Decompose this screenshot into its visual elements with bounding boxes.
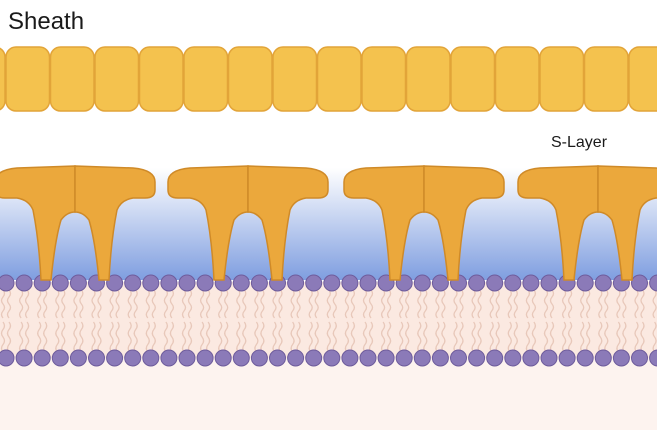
sheath-tile [51, 47, 95, 111]
lipid-head [378, 350, 394, 366]
lipid-head [577, 350, 593, 366]
lipid-head [360, 350, 376, 366]
lipid-head [143, 350, 159, 366]
lipid-head [451, 350, 467, 366]
lipid-head [233, 350, 249, 366]
lipid-head [487, 275, 503, 291]
sheath-tile [496, 47, 540, 111]
lipid-head [306, 350, 322, 366]
lipid-head [251, 350, 267, 366]
lipid-head [161, 350, 177, 366]
lipid-head [632, 350, 648, 366]
lipid-head [469, 350, 485, 366]
lipid-head [52, 275, 68, 291]
sheath [0, 47, 657, 111]
lipid-head [577, 275, 593, 291]
lipid-head [16, 275, 32, 291]
sheath-tile [362, 47, 406, 111]
lipid-head [52, 350, 68, 366]
sheath-tile [407, 47, 451, 111]
sheath-tile [140, 47, 184, 111]
lipid-head [143, 275, 159, 291]
sheath-tile [184, 47, 228, 111]
lipid-head [396, 350, 412, 366]
lipid-head [16, 350, 32, 366]
lipid-head [541, 275, 557, 291]
lipid-head [595, 275, 611, 291]
sheath-tile [451, 47, 495, 111]
sheath-label: Sheath [8, 8, 84, 36]
lipid-head [0, 350, 14, 366]
lipid-head [559, 350, 575, 366]
lipid-head [179, 275, 195, 291]
lipid-head [179, 350, 195, 366]
lipid-head [469, 275, 485, 291]
lipid-head [233, 275, 249, 291]
lipid-head [342, 350, 358, 366]
sheath-tile [273, 47, 317, 111]
sheath-tile [585, 47, 629, 111]
lipid-head [523, 350, 539, 366]
lipid-head [70, 275, 86, 291]
lipid-head [613, 350, 629, 366]
lipid-head [541, 350, 557, 366]
lipid-head [161, 275, 177, 291]
lipid-head [125, 350, 141, 366]
lipid-head [324, 275, 340, 291]
lipid-head [342, 275, 358, 291]
lipid-head [324, 350, 340, 366]
lipid-head [487, 350, 503, 366]
sheath-tile [229, 47, 273, 111]
sheath-tile [95, 47, 139, 111]
lipid-head [632, 275, 648, 291]
lipid-head [414, 275, 430, 291]
lipid-head [505, 275, 521, 291]
lipid-head [505, 350, 521, 366]
lipid-head [270, 350, 286, 366]
lipid-head [107, 350, 123, 366]
lipid-head [432, 275, 448, 291]
lipid-head [34, 350, 50, 366]
lipid-head [197, 350, 213, 366]
lipid-head [89, 350, 105, 366]
lipid-head [215, 350, 231, 366]
lipid-head [125, 275, 141, 291]
sheath-tile [318, 47, 362, 111]
sheath-tile [6, 47, 50, 111]
sheath-tile [540, 47, 584, 111]
lipid-head [523, 275, 539, 291]
sheath-tile [0, 47, 5, 111]
cytoplasm-region [0, 358, 657, 430]
lipid-head [288, 275, 304, 291]
s-layer-label: S-Layer [551, 134, 607, 152]
lipid-head [0, 275, 14, 291]
lipid-head [432, 350, 448, 366]
lipid-head [197, 275, 213, 291]
sheath-tile [629, 47, 657, 111]
lipid-head [70, 350, 86, 366]
lipid-head [360, 275, 376, 291]
lipid-head [288, 350, 304, 366]
lipid-head [251, 275, 267, 291]
lipid-head [306, 275, 322, 291]
lipid-head [595, 350, 611, 366]
lipid-head [414, 350, 430, 366]
